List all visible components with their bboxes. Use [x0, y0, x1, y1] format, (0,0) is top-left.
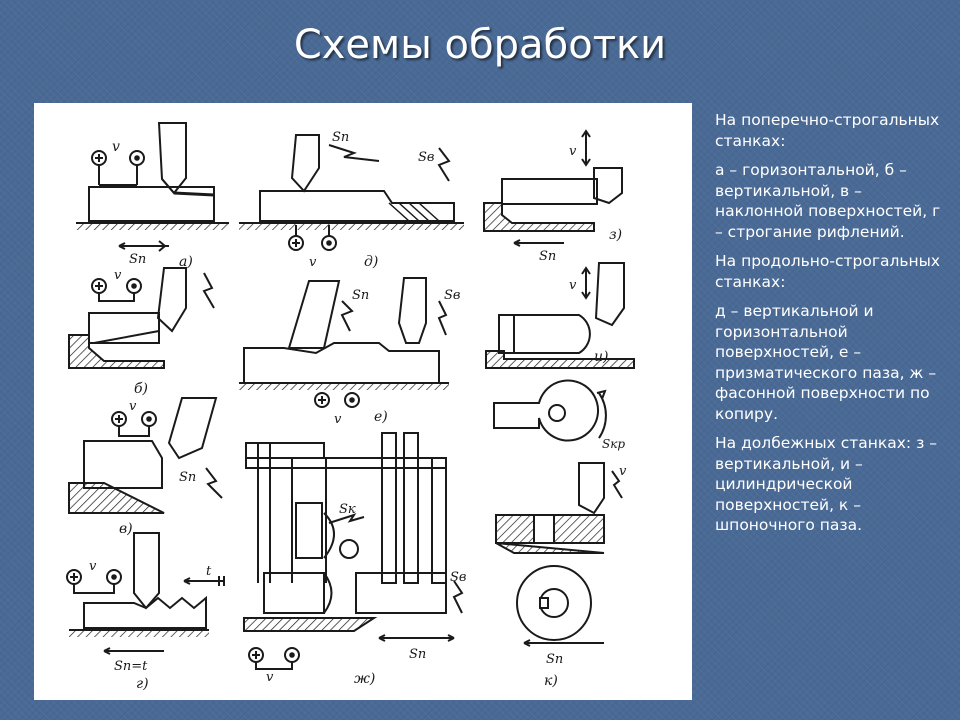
scheme-b: v б) — [68, 267, 215, 397]
circular-feed-symbol: Sкр — [602, 437, 625, 451]
desc-longitudinal-items: д – вертикальной и горизонтальной поверх… — [715, 302, 937, 423]
label-v: в) — [119, 521, 133, 537]
label-g: г) — [136, 676, 149, 692]
label-z: з) — [609, 227, 622, 243]
speed-symbol: v — [309, 255, 317, 270]
scheme-e: Sп Sв v е) — [239, 277, 460, 427]
feed-symbol: Sп — [546, 652, 563, 667]
desc-cross-planing-heading: На поперечно-строгальных станках: — [715, 111, 940, 150]
scheme-d: Sп Sв v д) — [239, 130, 464, 270]
slide-title: Схемы обработки — [293, 22, 667, 68]
diagram-panel: v Sп а) Sп Sв — [34, 103, 692, 700]
ground-hatch — [76, 222, 229, 230]
description-text: На поперечно-строгальных станках: а – го… — [715, 110, 951, 545]
label-k: к) — [544, 673, 558, 689]
speed-symbol: v — [619, 464, 627, 479]
scheme-zh: Sк Sв Sп v ж) — [243, 432, 466, 687]
scheme-i: v и) — [485, 262, 635, 369]
scheme-k: v Sп к) — [495, 462, 627, 689]
speed-symbol: v — [569, 144, 577, 159]
depth-symbol: t — [206, 564, 212, 579]
inclined-tool — [167, 397, 218, 460]
feed-symbol: Sп — [409, 647, 426, 662]
speed-symbol: v — [112, 139, 120, 155]
inclined-tool — [287, 280, 341, 349]
label-i: и) — [594, 349, 608, 365]
scheme-z: v з) Sп — [483, 129, 623, 264]
scheme-a: v Sп а) — [76, 122, 229, 270]
desc-cross-planing-items: а – горизонтальной, б – вертикальной, в … — [715, 161, 941, 241]
speed-symbol: v — [334, 412, 342, 427]
feed-equals-depth-label: Sп=t — [114, 659, 148, 674]
speed-symbol: v — [266, 670, 274, 685]
copy-feed-symbol: Sк — [339, 502, 356, 517]
speed-symbol: v — [114, 268, 122, 283]
label-b: б) — [134, 381, 148, 397]
scheme-k-top: Sкр — [493, 379, 625, 451]
desc-longitudinal-heading: На продольно-строгальных станках: — [715, 252, 941, 291]
desc-slotting: На долбежных станках: з – вертикальной, … — [715, 434, 938, 534]
label-d: д) — [364, 254, 378, 270]
speed-symbol: v — [89, 559, 97, 574]
vertical-feed-symbol: Sв — [444, 288, 460, 303]
feed-circles-icon — [91, 150, 145, 186]
speed-symbol: v — [569, 278, 577, 293]
feed-symbol: Sп — [129, 252, 146, 267]
cutting-tool — [157, 122, 187, 195]
feed-symbol: Sп — [539, 249, 556, 264]
feed-symbol: Sп — [179, 470, 196, 485]
speed-symbol: v — [129, 399, 137, 414]
label-e: е) — [374, 409, 388, 425]
scheme-g: v t Sп=t г) — [66, 532, 225, 692]
scheme-v: v Sп в) — [68, 397, 223, 537]
feed-symbol: Sп — [352, 288, 369, 303]
vertical-feed-symbol: Sв — [418, 150, 434, 165]
label-zh: ж) — [354, 671, 375, 687]
vertical-feed-symbol: Sв — [450, 570, 466, 585]
feed-symbol: Sп — [332, 130, 349, 145]
label-a: а) — [179, 254, 193, 270]
machining-schemes-drawing: v Sп а) Sп Sв — [66, 122, 635, 692]
